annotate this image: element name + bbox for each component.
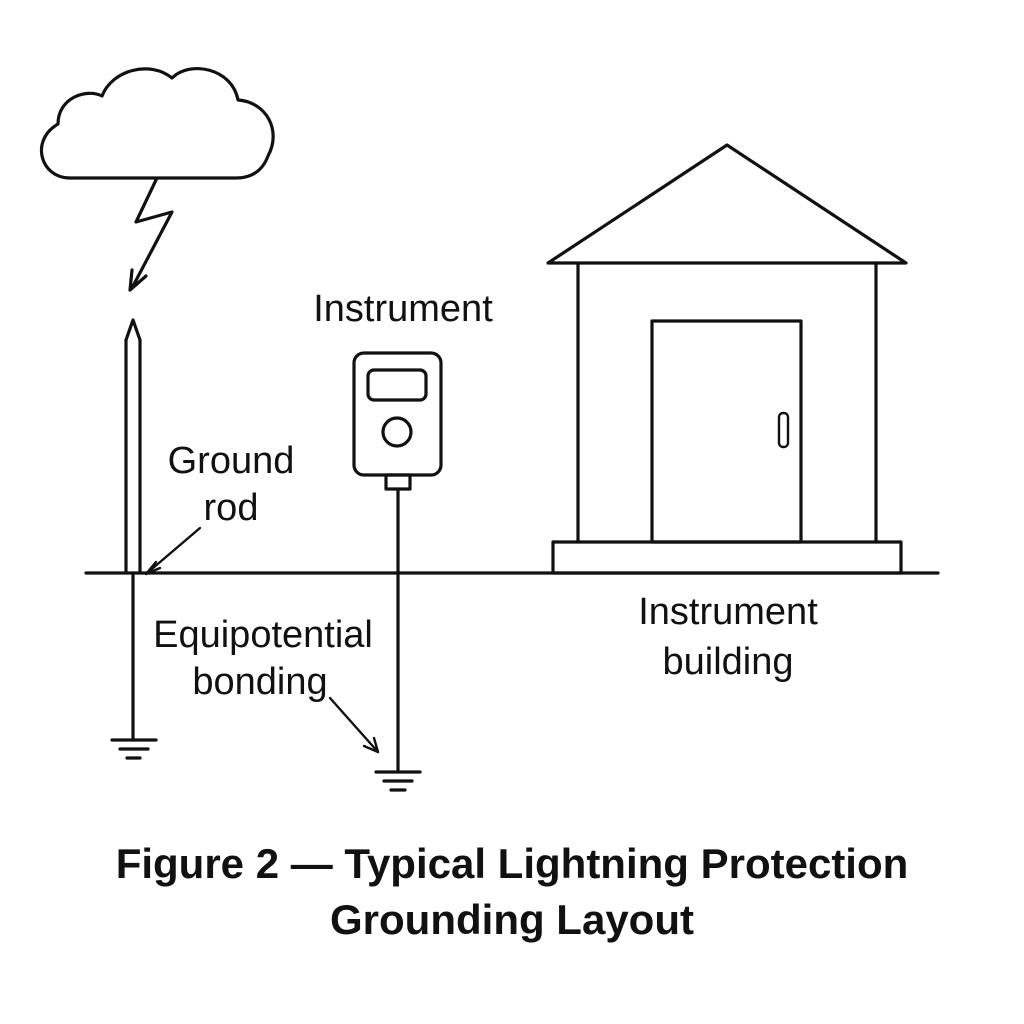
figure-caption-line1: Figure 2 — Typical Lightning Protection [115, 840, 909, 887]
earth-ground-icon [374, 770, 422, 792]
bonding-pointer-arrow [328, 696, 380, 754]
instrument-device [352, 351, 443, 491]
cloud-icon [40, 66, 275, 180]
instrument-display-icon [366, 368, 428, 402]
earth-ground-icon [110, 738, 158, 760]
figure-caption-line2: Grounding Layout [330, 896, 694, 943]
instrument-building [546, 143, 908, 575]
lightning-bolt-icon [128, 178, 174, 292]
building-foundation [551, 540, 903, 575]
instrument-knob-icon [381, 416, 413, 448]
door-handle-icon [777, 411, 790, 449]
ground-rod-pointer-arrow [144, 526, 202, 576]
equipotential-label-line2: bonding [192, 661, 327, 703]
ground-rod-label-line1: Ground [168, 440, 295, 482]
building-label-line2: building [663, 641, 794, 683]
building-roof [546, 143, 908, 265]
ground-rod-label-line2: rod [204, 487, 259, 529]
ground-rod [124, 318, 142, 574]
building-label-line1: Instrument [638, 591, 818, 633]
equipotential-label-line1: Equipotential [153, 614, 373, 656]
instrument-label: Instrument [313, 288, 493, 330]
